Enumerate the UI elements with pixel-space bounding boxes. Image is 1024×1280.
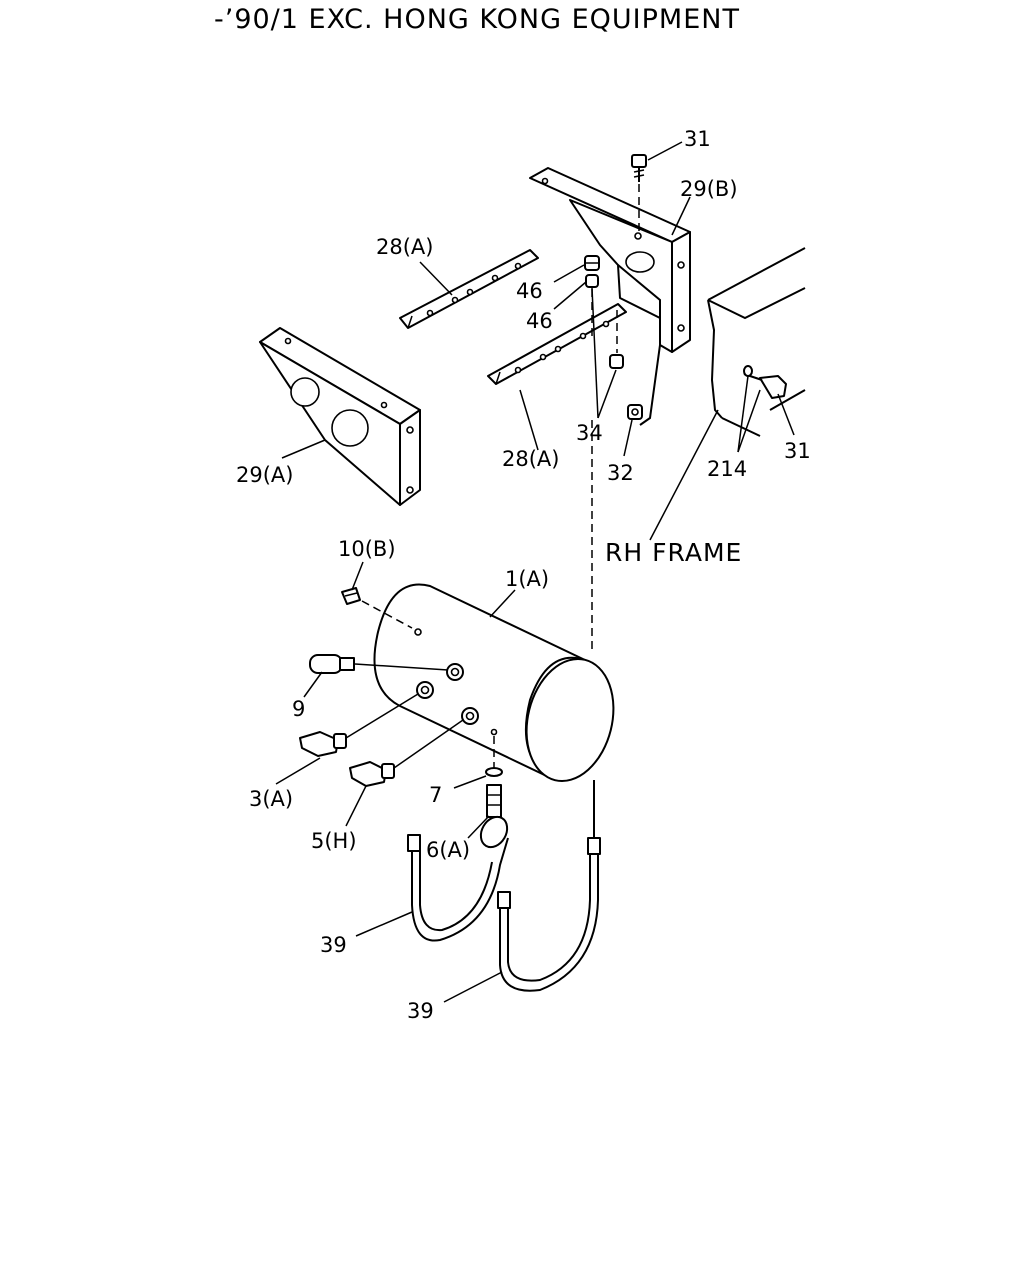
fitting-6a <box>479 784 509 849</box>
callout-7: 7 <box>429 783 442 807</box>
elbow-3a <box>299 693 419 757</box>
callout-10b: 10(B) <box>338 537 396 561</box>
nut-32 <box>627 404 643 420</box>
callout-3a: 3(A) <box>249 787 293 811</box>
callout-5h: 5(H) <box>311 829 357 853</box>
callout-31-top: 31 <box>684 127 711 151</box>
nut-46-upper <box>584 255 600 271</box>
callout-46-b: 46 <box>526 309 553 333</box>
callout-1a: 1(A) <box>505 567 549 591</box>
callout-46-a: 46 <box>516 279 543 303</box>
leader-lines <box>275 141 795 1003</box>
callout-29a: 29(A) <box>236 463 293 487</box>
nut-46-lower <box>585 274 599 340</box>
bracket-29b <box>529 167 691 426</box>
rh-frame <box>707 247 806 437</box>
callout-28a-top: 28(A) <box>376 235 433 259</box>
callout-39-a: 39 <box>320 933 347 957</box>
elbow-5h <box>349 719 464 787</box>
rh-frame-label: RH FRAME <box>605 538 742 567</box>
callout-28a-bottom: 28(A) <box>502 447 559 471</box>
callout-labels: 31 29(B) 28(A) 46 46 34 28(A) 32 214 31 … <box>236 127 811 1023</box>
diagram-title: -’90/1 EXC. HONG KONG EQUIPMENT <box>214 4 740 35</box>
callout-6a: 6(A) <box>426 838 470 862</box>
callout-34: 34 <box>576 421 603 445</box>
air-tank-1a <box>373 583 615 783</box>
callout-214: 214 <box>707 457 747 481</box>
bracket-29a <box>259 327 421 506</box>
nut-34 <box>609 310 624 369</box>
bolt-31-right <box>743 365 787 399</box>
callout-9: 9 <box>292 697 305 721</box>
callout-39-b: 39 <box>407 999 434 1023</box>
callout-31-right: 31 <box>784 439 811 463</box>
plug-10b <box>341 587 413 629</box>
washer-7 <box>485 736 503 777</box>
strap-28a-lower <box>487 303 627 385</box>
callout-29b: 29(B) <box>680 177 738 201</box>
valve-9 <box>309 654 449 674</box>
bolt-31-top <box>631 154 647 232</box>
callout-32: 32 <box>607 461 634 485</box>
hose-39-left <box>407 834 509 942</box>
strap-28a-upper <box>399 249 539 329</box>
hose-39-right <box>497 780 601 992</box>
